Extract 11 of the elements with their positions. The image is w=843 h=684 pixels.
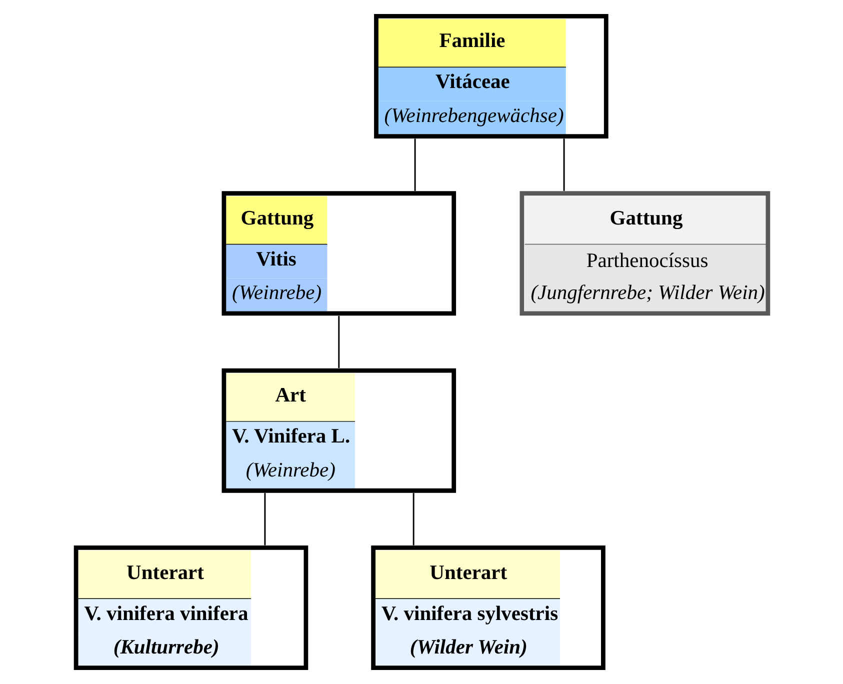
node-box: Unterart V. vinifera sylvestris (Wilder Wein) <box>370 546 605 670</box>
connector <box>562 138 564 191</box>
node-box: Familie Vitáceae (Weinrebengewächse) <box>374 14 608 138</box>
connector <box>338 316 340 368</box>
connector <box>412 493 414 546</box>
node-box: Gattung Vitis (Weinrebe) <box>221 191 456 316</box>
node-box: Art V. Vinifera L. (Weinrebe) <box>221 368 456 493</box>
connector <box>264 493 266 546</box>
node-box: Gattung Parthenocíssus (Jungfernrebe; Wilder Wein) <box>519 191 770 316</box>
node-box: Unterart V. vinifera vinifera (Kulturrebe) <box>73 546 308 670</box>
connector <box>414 138 416 191</box>
